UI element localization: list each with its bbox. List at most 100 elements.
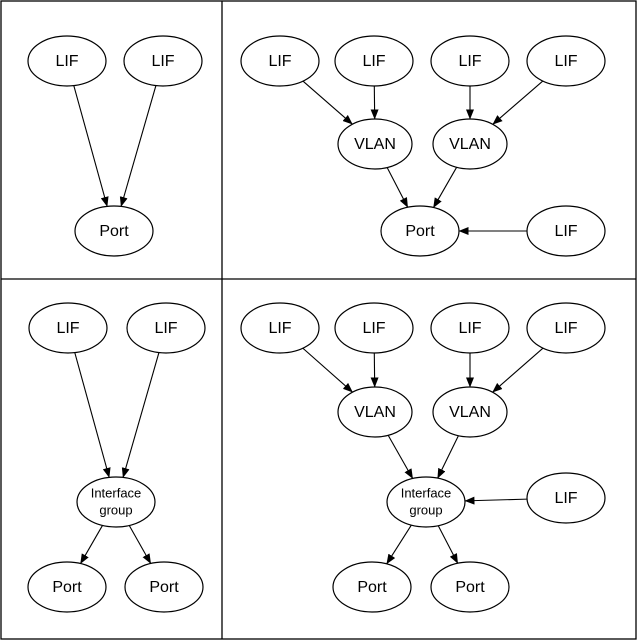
lif-ellipse [526, 302, 606, 354]
lif-ellipse [334, 302, 414, 354]
lif-ellipse [240, 302, 320, 354]
lif-ellipse [126, 302, 206, 354]
vlan-label: VLAN [354, 136, 396, 153]
lif-ellipse [526, 472, 606, 524]
edges-layer [73, 80, 544, 565]
edge-ifgrp-1-to-port-2 [437, 525, 459, 564]
lif-node: LIF [526, 35, 606, 87]
port-node: Port [124, 561, 204, 613]
port-ellipse [124, 561, 204, 613]
port-node: Port [74, 205, 154, 257]
lif-ellipse [430, 35, 510, 87]
edge-vlan-1-to-ifgrp-1 [387, 435, 414, 479]
lif-label: LIF [554, 53, 577, 70]
ifgroup-ellipse [386, 476, 466, 528]
panel-lif-vlan-ifgroup-port-edges [302, 347, 544, 565]
lif-label: LIF [458, 53, 481, 70]
ifgroup-node: Interface group [386, 476, 466, 528]
port-node: Port [332, 561, 412, 613]
vlan-label: VLAN [449, 404, 491, 421]
lif-label: LIF [362, 53, 385, 70]
lif-node: LIF [334, 302, 414, 354]
port-ellipse [27, 561, 107, 613]
edge-lif-4-to-vlan-2 [492, 80, 544, 125]
vlan-node: VLAN [337, 118, 413, 170]
lif-node: LIF [27, 35, 107, 87]
port-ellipse [74, 205, 154, 257]
port-node: Port [27, 561, 107, 613]
ifgroup-ellipse [76, 476, 156, 528]
port-label: Port [455, 579, 485, 596]
panel-lif-vlan-ifgroup-port-nodes: LIF LIF LIF LIF VLAN VLAN Interface group LIF Por… [240, 302, 606, 613]
edge-lif-4-to-vlan-2 [492, 347, 544, 393]
lif-node: LIF [240, 35, 320, 87]
lif-ellipse [526, 205, 606, 257]
ifgroup-label-line1: Interface [401, 485, 452, 500]
vlan-label: VLAN [449, 136, 491, 153]
port-ellipse [380, 205, 460, 257]
lif-node: LIF [240, 302, 320, 354]
lif-node: LIF [430, 302, 510, 354]
edge-vlan-2-to-ifgrp-1 [437, 435, 459, 479]
lif-ellipse [123, 35, 203, 87]
vlan-node: VLAN [337, 386, 413, 438]
panel-lif-vlan-port-edges [302, 80, 544, 235]
lif-ellipse [334, 35, 414, 87]
edge-ifgrp-1-to-port-1 [386, 524, 412, 565]
vlan-ellipse [432, 118, 508, 170]
lif-label: LIF [151, 53, 174, 70]
edge-lif-2-to-port-1 [119, 85, 157, 207]
lif-label: LIF [55, 53, 78, 70]
port-label: Port [405, 223, 435, 240]
lif-label: LIF [554, 223, 577, 240]
edge-ifgrp-1-to-port-2 [128, 525, 152, 564]
lif-ellipse [430, 302, 510, 354]
edge-lif-1-to-vlan-1 [302, 80, 353, 125]
edge-lif-2-to-ifgrp-1 [121, 352, 160, 478]
vlan-node: VLAN [432, 118, 508, 170]
lif-ellipse [27, 35, 107, 87]
ifgroup-label-line2: group [99, 502, 132, 517]
lif-ellipse [526, 35, 606, 87]
edge-vlan-1-to-port-1 [386, 167, 409, 208]
panel-lif-port-edges [73, 85, 157, 207]
panel-lif-ifgroup-port-edges [74, 352, 160, 564]
panel-lif-port-nodes: LIF LIF Port [27, 35, 203, 257]
vlan-ellipse [337, 386, 413, 438]
edge-lif-5-to-ifgrp-1 [464, 496, 528, 505]
edge-lif-1-to-port-1 [73, 85, 109, 207]
edge-vlan-2-to-port-1 [433, 167, 458, 208]
lif-node: LIF [430, 35, 510, 87]
port-label: Port [357, 579, 387, 596]
port-node: Port [380, 205, 460, 257]
lif-label: LIF [154, 320, 177, 337]
port-label: Port [149, 579, 179, 596]
lif-node: LIF [526, 302, 606, 354]
lif-label: LIF [268, 53, 291, 70]
lif-ellipse [240, 35, 320, 87]
lif-label: LIF [554, 320, 577, 337]
lif-label: LIF [56, 320, 79, 337]
lif-node: LIF [28, 302, 108, 354]
lif-label: LIF [554, 490, 577, 507]
port-label: Port [99, 223, 129, 240]
lif-label: LIF [268, 320, 291, 337]
lif-label: LIF [362, 320, 385, 337]
edge-lif-1-to-vlan-1 [302, 347, 353, 393]
lif-node: LIF [126, 302, 206, 354]
panel-lif-vlan-port-nodes: LIF LIF LIF LIF VLAN VLAN Port LIF [240, 35, 606, 257]
vlan-node: VLAN [432, 386, 508, 438]
edge-lif-1-to-ifgrp-1 [74, 352, 111, 478]
ifgroup-label-line2: group [409, 502, 442, 517]
port-label: Port [52, 579, 82, 596]
lif-node: LIF [123, 35, 203, 87]
vlan-ellipse [432, 386, 508, 438]
lif-node: LIF [334, 35, 414, 87]
edge-ifgrp-1-to-port-1 [80, 525, 103, 564]
